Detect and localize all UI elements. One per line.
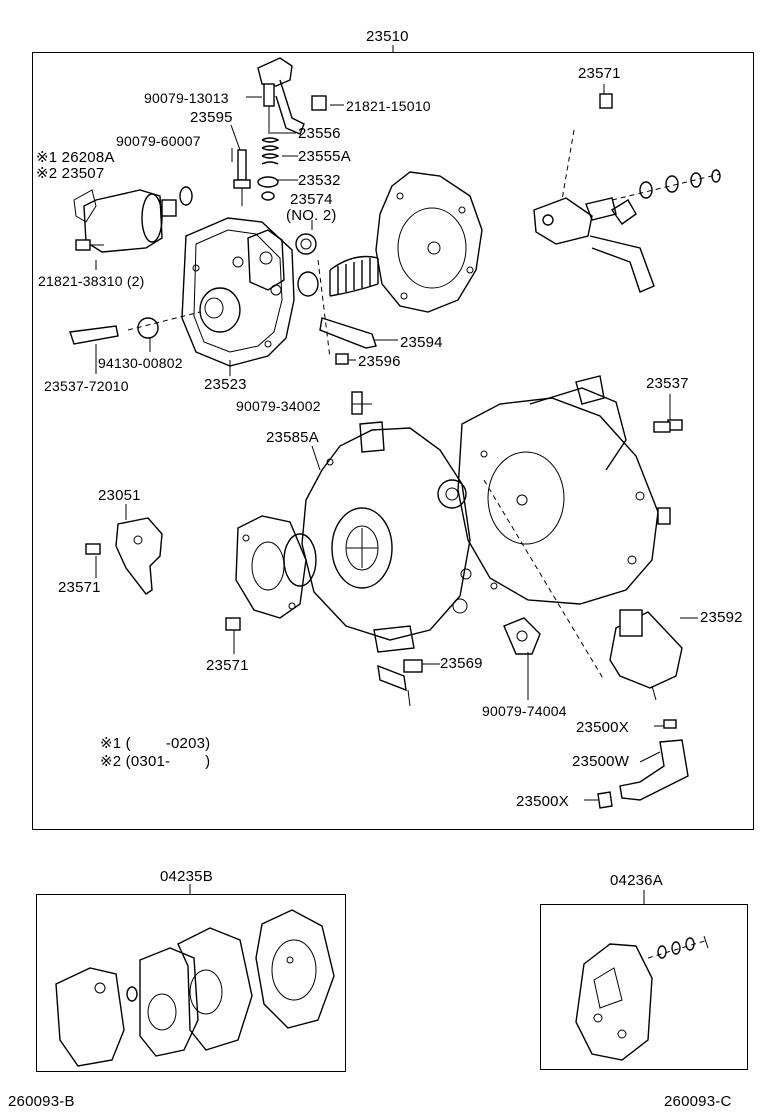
part-label-23569: 23569 [440,655,483,672]
part-label-23585a: 23585A [266,429,319,446]
diaphragm-plate-drawing [375,171,483,313]
front-plate-drawing [235,515,317,619]
valve-23592-drawing [483,479,683,701]
small-fasteners-drawing [69,239,671,433]
part-label-26208a: ※1 26208A [36,149,115,166]
note-2: ※2 (0301- ) [100,753,211,770]
part-label-90079-60007: 90079-60007 [116,133,201,149]
needle-stack-drawing [233,57,327,255]
part-label-90079-13013: 90079-13013 [144,90,229,106]
part-label-23500w: 23500W [572,753,630,770]
figure-id-right: 260093-C [664,1093,732,1110]
joint-23569-drawing [225,617,423,707]
part-label-23537-72010: 23537-72010 [44,378,129,394]
assembly-number-23510: 23510 [366,28,409,45]
sub-assembly-b-drawing [55,909,335,1067]
part-label-23500x-bottom: 23500X [516,793,569,810]
part-label-23532: 23532 [298,172,341,189]
bracket-23051-drawing [85,517,163,595]
spring-and-pin-drawing [297,255,379,365]
sub-assembly-c-frame [540,904,748,1070]
main-body-drawing [301,391,472,653]
part-label-23507: ※2 23507 [36,165,105,182]
main-assembly-frame [32,52,754,830]
part-label-94130-00802: 94130-00802 [98,355,183,371]
sub-assembly-c-drawing [575,935,709,1061]
hose-drawing [597,719,689,809]
part-label-23500x-top: 23500X [576,719,629,736]
sub-assembly-b-frame [36,894,346,1072]
leader-lines [95,84,698,904]
part-label-23555a: 23555A [298,148,351,165]
part-label-90079-74004: 90079-74004 [482,703,567,719]
part-label-23556: 23556 [298,125,341,142]
part-label-23594: 23594 [400,334,443,351]
part-label-21821-15010: 21821-15010 [346,98,431,114]
part-label-23571-lever: 23571 [578,65,621,82]
part-label-23571-bottom: 23571 [206,657,249,674]
part-label-23595: 23595 [190,109,233,126]
note-1: ※1 ( -0203) [100,735,211,752]
part-label-23574-note: (NO. 2) [286,207,337,224]
lever-assembly-drawing [533,93,721,293]
part-label-23574: 23574 [290,191,333,208]
sub-assembly-b-number: 04235B [160,868,213,885]
part-label-23596: 23596 [358,353,401,370]
part-label-23537: 23537 [646,375,689,392]
solenoid-drawing [73,186,193,253]
part-label-23051: 23051 [98,487,141,504]
part-label-21821-38310: 21821-38310 (2) [38,273,145,289]
union-drawing [503,617,541,655]
figure-id-left: 260093-B [8,1093,75,1110]
cover-23523-drawing [181,217,295,367]
part-label-23571-left: 23571 [58,579,101,596]
sub-assembly-c-number: 04236A [610,872,663,889]
part-label-23523: 23523 [204,376,247,393]
part-label-90079-34002: 90079-34002 [236,398,321,414]
part-label-23592: 23592 [700,609,743,626]
